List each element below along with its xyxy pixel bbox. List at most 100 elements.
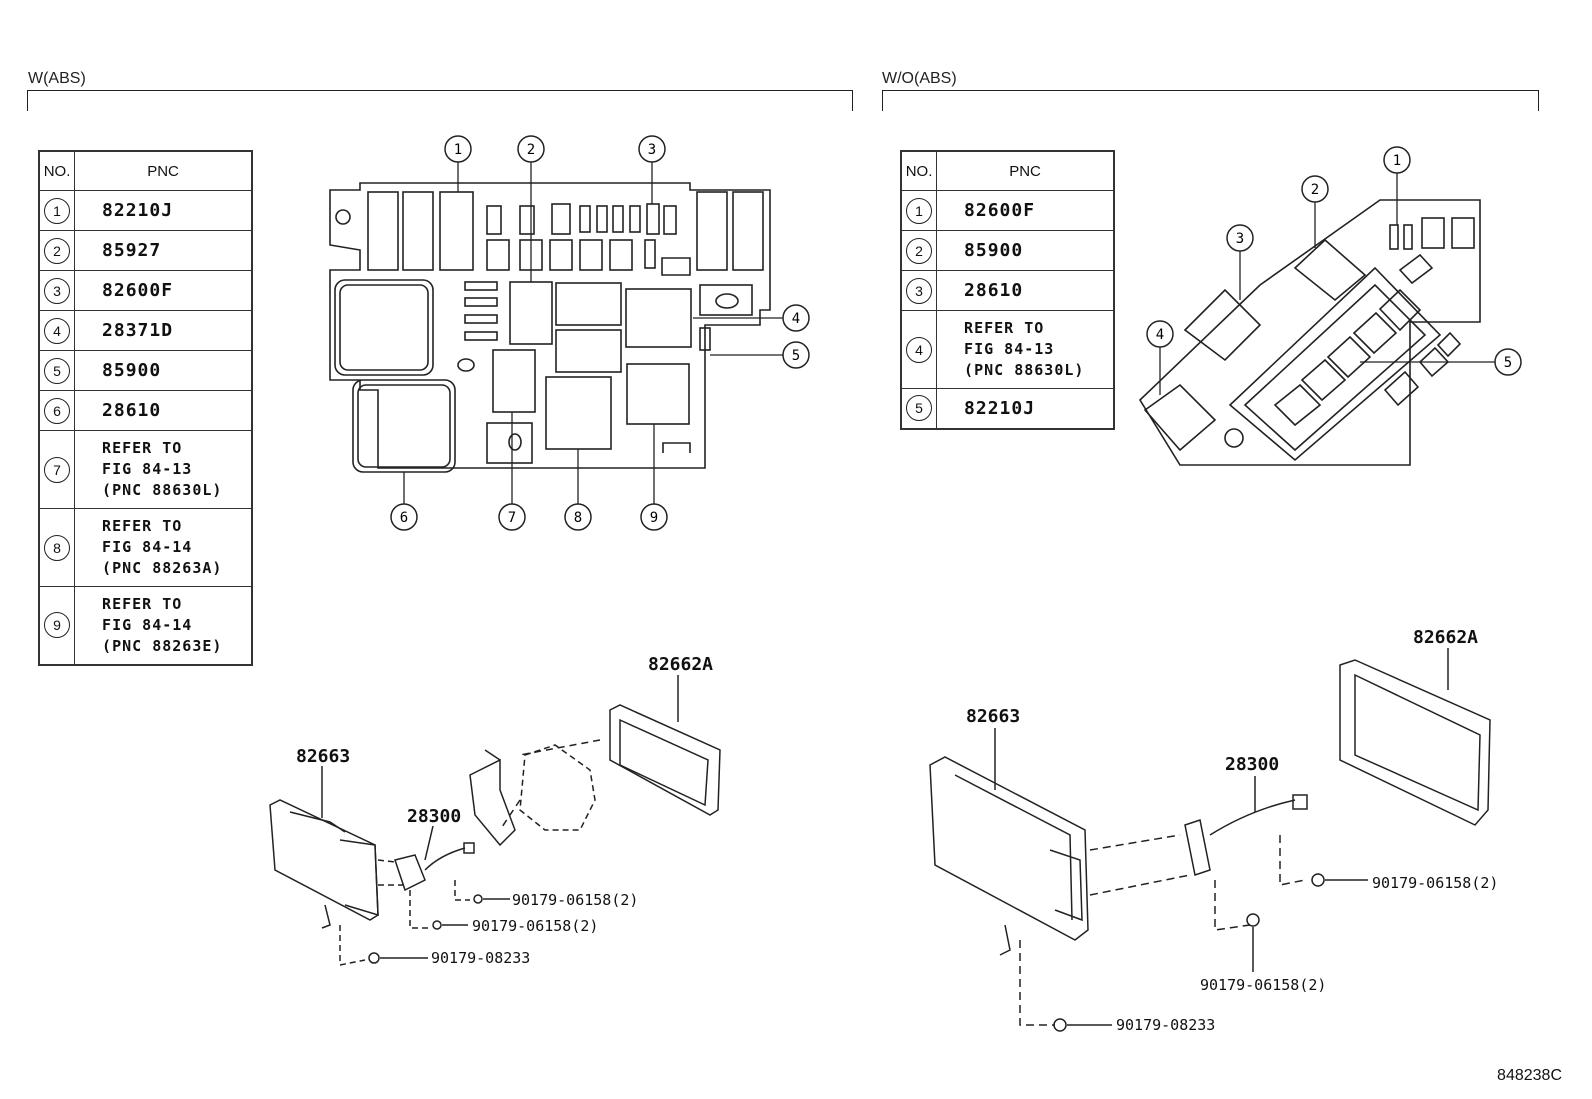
pnc-cell: 85927: [74, 230, 253, 271]
callout-number: 9: [650, 510, 658, 526]
pnc-cell: 28371D: [74, 310, 253, 351]
section-label-without-abs: W/O(ABS): [882, 70, 957, 87]
part-label-cover: 82662A: [1413, 627, 1478, 648]
callout-number: 5: [1504, 355, 1512, 371]
row-number: 2: [906, 237, 933, 264]
row-number: 5: [44, 357, 71, 384]
row-number-cell: 6: [38, 390, 76, 431]
callout-number: 5: [792, 348, 800, 364]
callout-number: 3: [648, 142, 656, 158]
table-header-pnc: PNC: [936, 150, 1115, 191]
part-label-relay: 28300: [407, 806, 461, 827]
row-number: 1: [906, 197, 933, 224]
row-number-cell: 2: [38, 230, 76, 271]
callout-number: 4: [1156, 327, 1164, 343]
callout-circle: [444, 135, 472, 163]
row-number-cell: 8: [38, 508, 76, 587]
part-label-nut: 90179-06158(2): [1200, 976, 1326, 994]
row-number: 1: [44, 197, 71, 224]
row-number-cell: 9: [38, 586, 76, 665]
section-bracket-with-abs: [27, 90, 853, 111]
callout-circle: [390, 503, 418, 531]
pnc-cell: REFER TO FIG 84-13 (PNC 88630L): [936, 310, 1115, 389]
row-number: 2: [44, 237, 71, 264]
callout-number: 2: [527, 142, 535, 158]
callout-circle: [517, 135, 545, 163]
assembly-without-abs: [929, 648, 1491, 1032]
part-label-nut: 90179-06158(2): [1372, 874, 1498, 892]
pnc-cell: 85900: [936, 230, 1115, 271]
relay-block-with-abs: [329, 182, 771, 473]
callout-circle: [564, 503, 592, 531]
callout-number: 1: [454, 142, 462, 158]
row-number-cell: 5: [38, 350, 76, 391]
row-number: 4: [44, 317, 71, 344]
part-label-nut: 90179-06158(2): [512, 891, 638, 909]
callout-number: 3: [1236, 231, 1244, 247]
part-label-cover: 82662A: [648, 654, 713, 675]
callout-circle: [640, 503, 668, 531]
relay-block-without-abs: [1138, 199, 1481, 466]
table-header-no: NO.: [900, 150, 938, 191]
callout-circle: [1301, 175, 1329, 203]
pnc-cell: REFER TO FIG 84-13 (PNC 88630L): [74, 430, 253, 509]
callout-number: 4: [792, 311, 800, 327]
pnc-cell: 28610: [74, 390, 253, 431]
row-number: 4: [906, 336, 933, 363]
table-header-no: NO.: [38, 150, 76, 191]
pnc-cell: 82600F: [936, 190, 1115, 231]
row-number: 3: [906, 277, 933, 304]
row-number: 7: [44, 456, 71, 483]
row-number-cell: 7: [38, 430, 76, 509]
part-label-nut: 90179-06158(2): [472, 917, 598, 935]
callout-circle: [498, 503, 526, 531]
figure-code: 848238C: [1497, 1067, 1562, 1084]
row-number-cell: 4: [900, 310, 938, 389]
callout-circle: [1146, 320, 1174, 348]
part-label-bolt: 90179-08233: [431, 949, 530, 967]
callout-circle: [638, 135, 666, 163]
pnc-cell: 82210J: [74, 190, 253, 231]
callout-circle: [1383, 146, 1411, 174]
pnc-cell: 82210J: [936, 388, 1115, 429]
row-number-cell: 4: [38, 310, 76, 351]
part-label-base: 82663: [296, 746, 350, 767]
callout-number: 8: [574, 510, 582, 526]
row-number: 8: [44, 534, 71, 561]
pnc-cell: 85900: [74, 350, 253, 391]
section-bracket-without-abs: [882, 90, 1539, 111]
row-number-cell: 5: [900, 388, 938, 429]
callout-circle: [782, 304, 810, 332]
callout-number: 1: [1393, 153, 1401, 169]
row-number: 9: [44, 612, 71, 639]
pnc-cell: REFER TO FIG 84-14 (PNC 88263E): [74, 586, 253, 665]
callout-number: 2: [1311, 182, 1319, 198]
row-number-cell: 3: [38, 270, 76, 311]
section-label-with-abs: W(ABS): [28, 70, 86, 87]
callout-circle: [1226, 224, 1254, 252]
callout-circle: [1494, 348, 1522, 376]
callout-circle: [782, 341, 810, 369]
row-number: 3: [44, 277, 71, 304]
assembly-with-abs: [269, 675, 721, 966]
row-number-cell: 1: [38, 190, 76, 231]
part-label-base: 82663: [966, 706, 1020, 727]
row-number: 5: [906, 395, 933, 422]
callout-number: 6: [400, 510, 408, 526]
callout-number: 7: [508, 510, 516, 526]
pnc-cell: REFER TO FIG 84-14 (PNC 88263A): [74, 508, 253, 587]
